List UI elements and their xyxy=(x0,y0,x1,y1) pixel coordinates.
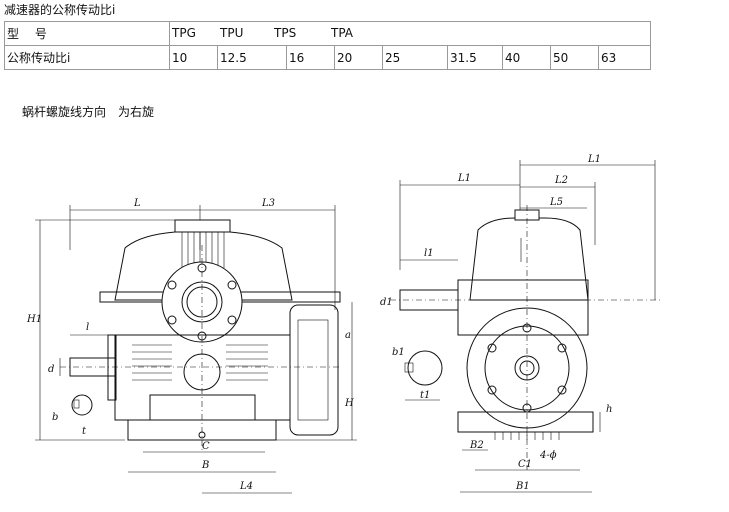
input-shaft-section-icon xyxy=(407,350,443,386)
dim-d1-label: d1 xyxy=(380,297,393,308)
side-view: L1 L1 L2 L5 l1 d1 b1 t1 xyxy=(380,154,660,493)
dim-b-big-label: B xyxy=(201,460,209,471)
ratio-cell: 12.5 xyxy=(217,45,287,70)
dim-h1-label: H1 xyxy=(26,314,42,325)
dim-b1-big-label: B1 xyxy=(515,481,530,492)
shaft-section-icon xyxy=(71,394,93,416)
dim-l-small-label: l xyxy=(86,322,89,333)
gear-icon xyxy=(466,307,588,429)
dim-l2-label: L2 xyxy=(554,175,568,186)
model-tpg: TPG xyxy=(172,26,196,40)
dim-a-label: a xyxy=(345,330,351,341)
ratio-table: 型 号 TPG TPU TPS TPA 公称传动比i 10 12.5 16 20… xyxy=(4,21,652,70)
dim-4phi-label: 4-ϕ xyxy=(539,450,557,461)
dim-t1-label: t1 xyxy=(420,390,430,401)
ratio-cell: 20 xyxy=(334,45,383,70)
table-row-ratio: 公称传动比i 10 12.5 16 20 25 31.5 40 50 63 xyxy=(4,45,652,70)
dim-c1-label: C1 xyxy=(518,459,532,470)
ratio-cell: 40 xyxy=(502,45,551,70)
dim-l1-label: L1 xyxy=(457,173,471,184)
dim-l1-small-label: l1 xyxy=(424,248,434,259)
dim-c-label: C xyxy=(202,441,210,452)
ratio-cell: 10 xyxy=(169,45,218,70)
dim-l3-label: L3 xyxy=(261,198,275,209)
model-list-cell: TPG TPU TPS TPA xyxy=(168,21,652,46)
ratio-cell: 25 xyxy=(382,45,448,70)
ratio-cell: 50 xyxy=(550,45,599,70)
worm-helix-note: 蜗杆螺旋线方向 为右旋 xyxy=(22,105,155,119)
dim-b-label: b xyxy=(52,412,58,423)
model-tpu: TPU xyxy=(220,26,244,40)
gearbox-drawing: L L3 H1 xyxy=(26,154,660,494)
table-row-model: 型 号 TPG TPU TPS TPA xyxy=(4,21,652,46)
ratio-cell: 16 xyxy=(286,45,335,70)
dim-l5-label: L5 xyxy=(549,197,563,208)
dim-h-small-label: h xyxy=(606,404,612,415)
model-tps: TPS xyxy=(274,26,297,40)
model-tpa: TPA xyxy=(331,26,354,40)
model-header-cell: 型 号 xyxy=(4,21,170,46)
dim-t-label: t xyxy=(82,426,87,437)
dim-b2-label: B2 xyxy=(469,440,484,451)
dim-l-label: L xyxy=(133,198,141,209)
page-title: 减速器的公称传动比i xyxy=(4,3,116,17)
dim-b1-label: b1 xyxy=(392,347,405,358)
dim-h-label: H xyxy=(344,398,354,409)
ratio-header-cell: 公称传动比i xyxy=(4,45,170,70)
dim-l4-label: L4 xyxy=(239,481,253,492)
front-view: L L3 H1 xyxy=(26,198,357,494)
dim-l1-top-label: L1 xyxy=(587,154,601,165)
ratio-cell: 31.5 xyxy=(447,45,503,70)
ratio-cell: 63 xyxy=(597,45,652,70)
dim-d-label: d xyxy=(48,364,54,375)
